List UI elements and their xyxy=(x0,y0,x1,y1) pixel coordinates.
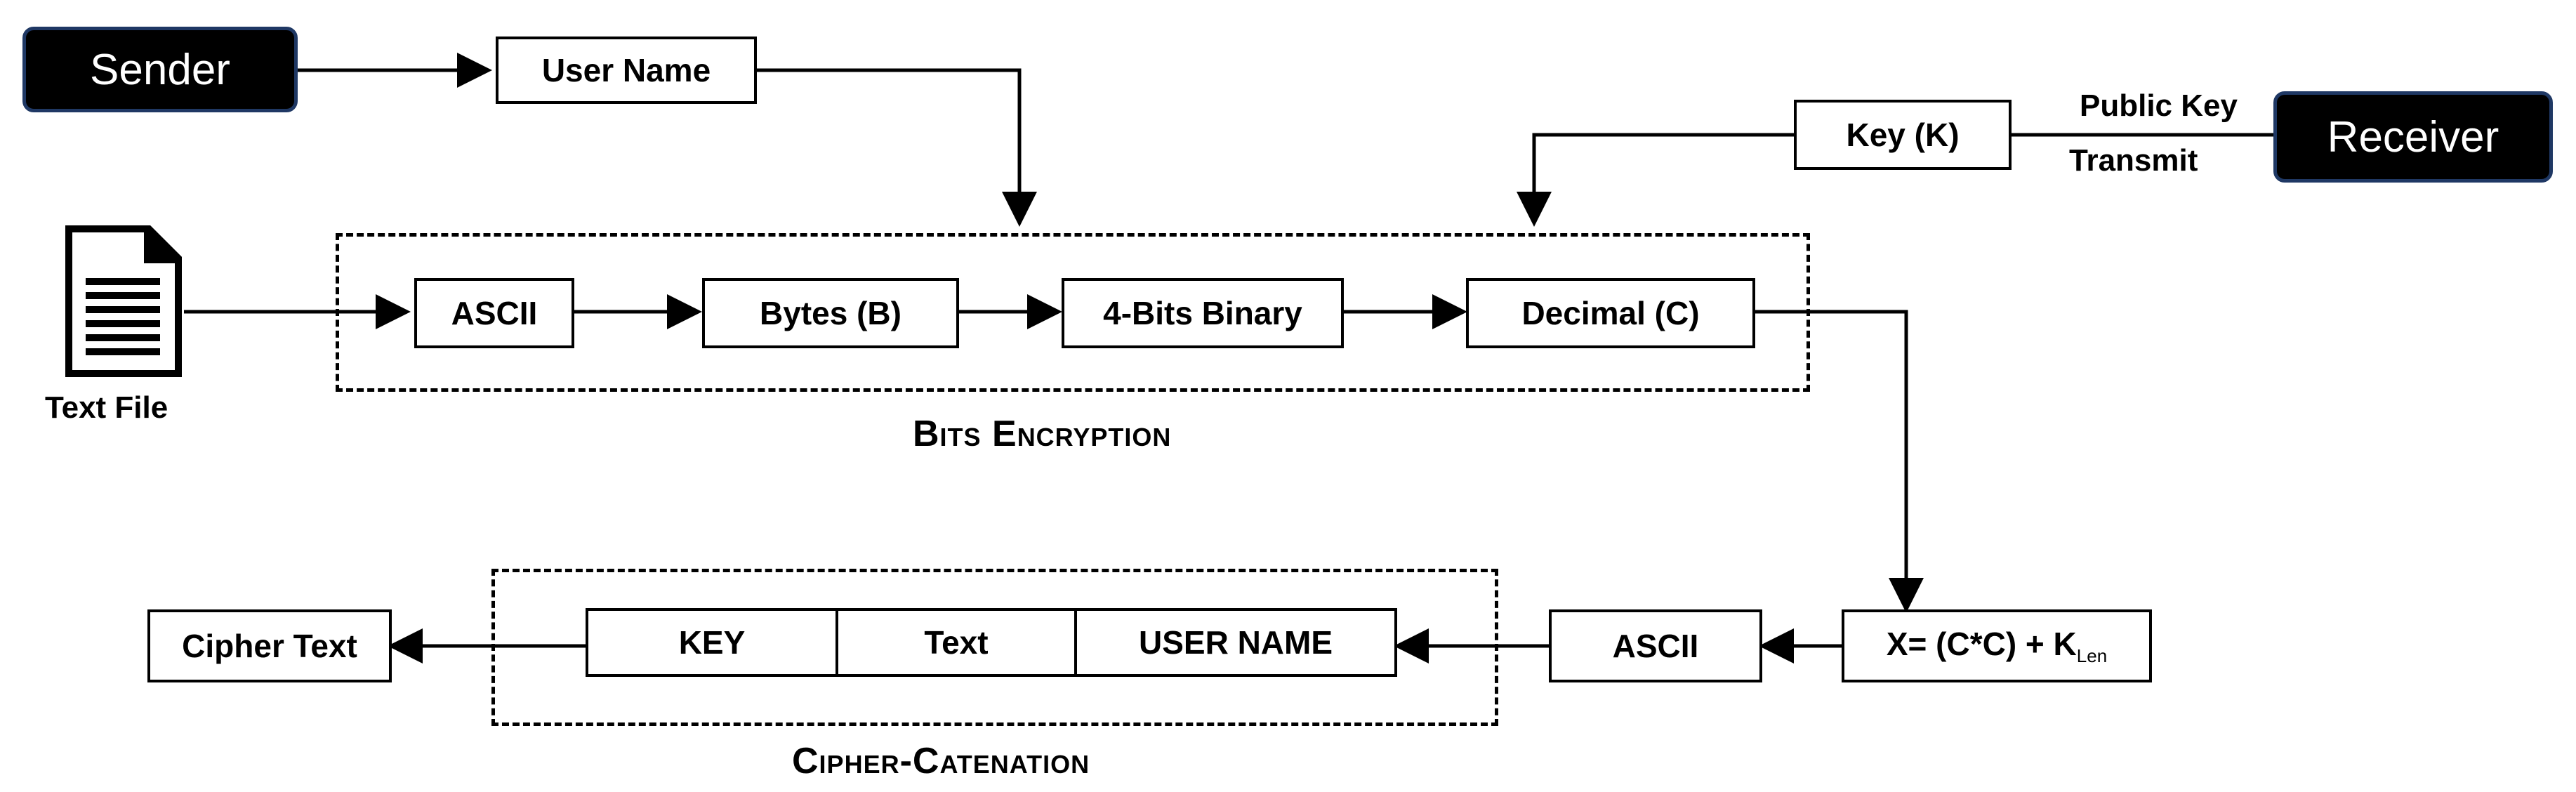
text-file-icon xyxy=(65,225,183,378)
catenation-table: KEY Text USER NAME xyxy=(586,608,1397,677)
arrow-key-to-encryption xyxy=(1517,133,1794,227)
key-label: Key (K) xyxy=(1846,117,1960,153)
arrow-username-to-encryption xyxy=(755,68,1037,227)
encryption-step-ascii: ASCII xyxy=(414,278,574,348)
sender-label: Sender xyxy=(90,45,230,94)
cipher-text-box: Cipher Text xyxy=(147,609,392,682)
encryption-step-label: Decimal (C) xyxy=(1521,295,1700,331)
catenation-cell-text: Text xyxy=(838,611,1077,674)
public-key-label: Public Key xyxy=(2080,88,2238,123)
cipher-text-label: Cipher Text xyxy=(182,628,357,664)
user-name-label: User Name xyxy=(541,52,711,88)
encryption-step-label: Bytes (B) xyxy=(760,295,901,331)
catenation-cell-username: USER NAME xyxy=(1138,624,1333,661)
sender-node: Sender xyxy=(22,27,298,112)
text-file-label: Text File xyxy=(45,390,169,425)
post-ascii-box: ASCII xyxy=(1549,609,1762,682)
key-box: Key (K) xyxy=(1794,100,2012,170)
formula-box: X= (C*C) + KLen xyxy=(1842,609,2152,682)
encryption-step-label: 4-Bits Binary xyxy=(1103,295,1302,331)
encryption-step-bytes: Bytes (B) xyxy=(702,278,959,348)
encryption-step-decimal: Decimal (C) xyxy=(1466,278,1755,348)
transmit-label: Transmit xyxy=(2069,143,2198,178)
arrow-decimal-to-formula xyxy=(1755,310,1924,613)
receiver-node: Receiver xyxy=(2273,91,2553,183)
user-name-box: User Name xyxy=(496,37,757,104)
encryption-step-binary: 4-Bits Binary xyxy=(1062,278,1344,348)
formula-label: X= (C*C) + KLen xyxy=(1886,625,2108,667)
bits-encryption-title: Bits Encryption xyxy=(913,414,1172,454)
bits-encryption-group xyxy=(336,233,1810,392)
formula-subscript: Len xyxy=(2076,645,2108,667)
encryption-step-label: ASCII xyxy=(451,295,538,331)
cipher-catenation-title: Cipher-Catenation xyxy=(792,741,1090,781)
cipher-catenation-group xyxy=(491,569,1498,726)
catenation-cell-key: KEY xyxy=(588,611,838,674)
post-ascii-label: ASCII xyxy=(1612,628,1699,664)
receiver-label: Receiver xyxy=(2327,112,2499,161)
